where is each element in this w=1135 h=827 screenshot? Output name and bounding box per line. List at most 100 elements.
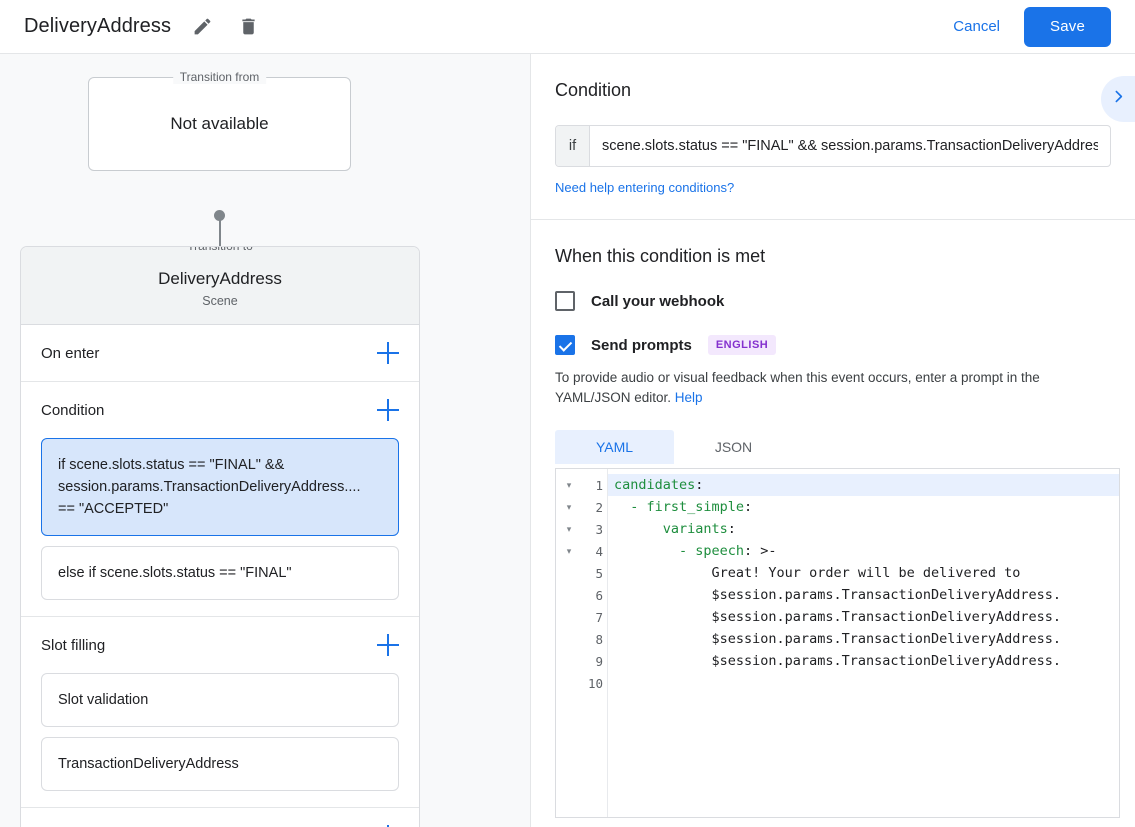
condition-panel: Condition if Need help entering conditio… [531,54,1135,220]
plus-icon-custom-intent-handling[interactable] [377,825,399,827]
when-condition-met-title: When this condition is met [555,246,766,266]
transition-from-value: Not available [170,114,269,133]
condition-line: == "ACCEPTED" [58,501,169,517]
slot-filling-item[interactable]: TransactionDeliveryAddress [41,737,399,791]
fold-toggle-icon[interactable]: ▾ [566,523,572,534]
tab-json[interactable]: JSON [714,439,753,455]
code-line [608,672,1119,694]
condition-panel-title: Condition [555,80,632,100]
line-number: 10 [587,675,603,691]
right-pane: Condition if Need help entering conditio… [530,54,1135,827]
webhook-row: Call your webhook [555,291,1111,311]
pencil-icon [192,16,213,37]
condition-expression-row: if [555,125,1111,167]
code-line: candidates: [608,474,1119,496]
section-title-slot-filling: Slot filling [41,636,106,654]
call-webhook-checkbox[interactable] [555,291,575,311]
slot-filling-list: Slot validation TransactionDeliveryAddre… [21,673,419,807]
line-number: 2 [595,499,603,515]
call-webhook-label: Call your webhook [591,292,725,310]
line-number: 6 [595,587,603,603]
fold-toggle-icon[interactable]: ▾ [566,545,572,556]
yaml-key: - first_simple [614,499,745,515]
line-number: 5 [595,565,603,581]
section-header-on-enter[interactable]: On enter [21,325,419,381]
section-slot-filling: Slot filling Slot validation Transaction… [21,617,419,808]
plus-icon-condition[interactable] [377,399,399,421]
edit-name-button[interactable] [187,12,217,42]
delete-button[interactable] [233,12,263,42]
section-title-on-enter: On enter [41,344,100,362]
transition-from-box[interactable]: Transition from Not available [88,70,351,171]
section-custom-intent-handling: Custom intent handling [21,808,419,827]
prompt-help-text: To provide audio or visual feedback when… [555,368,1111,408]
line-number: 9 [595,653,603,669]
prompt-help-text-body: To provide audio or visual feedback when… [555,370,1040,405]
save-button[interactable]: Save [1024,6,1111,47]
cancel-button[interactable]: Cancel [941,10,1012,43]
editor-fold-gutter: ▾ ▾ ▾ ▾ [556,469,582,817]
condition-expression-input[interactable] [590,126,1110,166]
section-header-slot-filling[interactable]: Slot filling [21,617,419,673]
code-line: $session.params.TransactionDeliveryAddre… [614,631,1062,647]
editor-code-area[interactable]: candidates: - first_simple: variants: - … [608,469,1119,817]
yaml-punct: : >- [744,543,777,559]
tab-yaml[interactable]: YAML [555,430,674,464]
editor-line-numbers: 1 2 3 4 5 6 7 8 9 10 [582,469,608,817]
expand-panel-button[interactable] [1101,76,1135,122]
transition-from-legend: Transition from [172,70,267,84]
send-prompts-row: Send prompts ENGLISH [555,335,1111,355]
prompt-help-link[interactable]: Help [674,390,703,405]
send-prompts-label: Send prompts [591,336,692,354]
condition-line: session.params.TransactionDeliveryAddres… [58,479,361,495]
send-prompts-checkbox[interactable] [555,335,575,355]
plus-icon-slot-filling[interactable] [377,634,399,656]
section-on-enter: On enter [21,325,419,382]
condition-help-link[interactable]: Need help entering conditions? [555,180,735,195]
condition-item-selected[interactable]: if scene.slots.status == "FINAL" && sess… [41,438,399,536]
section-header-condition[interactable]: Condition [21,382,419,438]
yaml-punct: : [744,499,753,515]
line-number: 3 [595,521,603,537]
transition-to-legend: Transition to [180,247,260,253]
left-pane: Transition from Not available Transition… [0,54,530,827]
code-line: Great! Your order will be delivered to [614,565,1021,581]
line-number: 4 [595,543,603,559]
line-number: 8 [595,631,603,647]
page-title: DeliveryAddress [24,15,172,37]
flow-arrow-line [219,215,221,272]
condition-item[interactable]: else if scene.slots.status == "FINAL" [41,546,399,600]
transition-to-box[interactable]: Transition to DeliveryAddress Scene [21,247,419,325]
plus-icon-on-enter[interactable] [377,342,399,364]
yaml-punct: : [695,477,704,493]
code-line: - speech: >- [608,540,1119,562]
language-badge: ENGLISH [707,335,777,355]
top-app-bar: DeliveryAddress Cancel Save [0,0,1135,54]
scene-card: Transition to DeliveryAddress Scene On e… [20,246,420,827]
line-number: 1 [595,477,603,493]
condition-line: if scene.slots.status == "FINAL" && [58,457,285,473]
when-condition-met-panel: When this condition is met Call your web… [531,220,1135,818]
slot-filling-item[interactable]: Slot validation [41,673,399,727]
editor-tabs: YAML JSON [555,430,1111,464]
chevron-right-icon [1110,88,1127,110]
code-editor[interactable]: ▾ ▾ ▾ ▾ 1 2 3 4 5 6 7 8 9 10 candidates:… [555,468,1120,818]
fold-toggle-icon[interactable]: ▾ [566,501,572,512]
section-condition: Condition if scene.slots.status == "FINA… [21,382,419,617]
section-header-custom-intent-handling[interactable]: Custom intent handling [21,808,419,827]
fold-toggle-icon[interactable]: ▾ [566,479,572,490]
yaml-punct: : [727,521,736,537]
code-line: $session.params.TransactionDeliveryAddre… [614,587,1062,603]
line-number: 7 [595,609,603,625]
trash-icon [238,16,259,37]
yaml-key: variants [614,521,728,537]
code-line: $session.params.TransactionDeliveryAddre… [614,609,1062,625]
section-title-condition: Condition [41,401,105,419]
code-line: variants: [608,518,1119,540]
code-line: $session.params.TransactionDeliveryAddre… [614,653,1062,669]
if-keyword-label: if [556,126,590,166]
yaml-key: - speech [614,543,745,559]
code-line: - first_simple: [608,496,1119,518]
scene-type: Scene [202,294,238,308]
yaml-key: candidates [614,477,696,493]
